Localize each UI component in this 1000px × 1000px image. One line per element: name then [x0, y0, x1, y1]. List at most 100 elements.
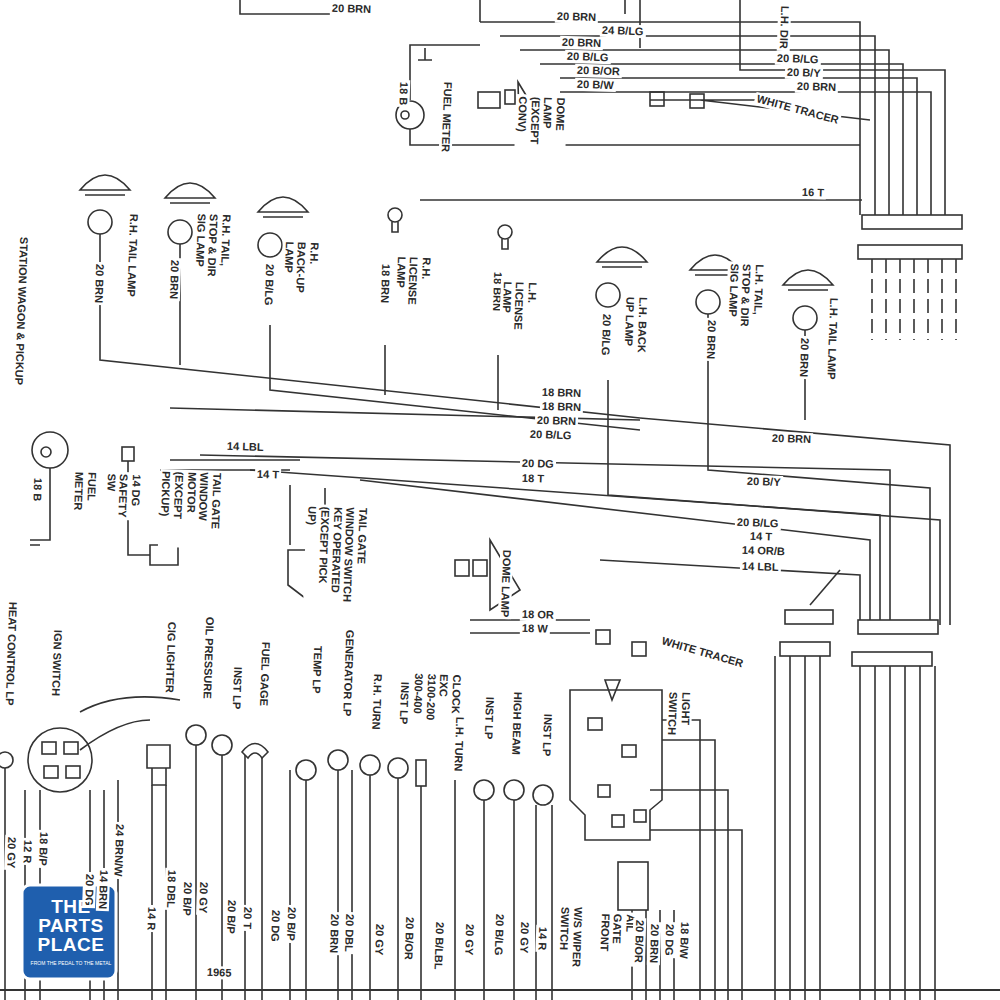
wire-label: 20 B/Y [785, 66, 823, 80]
wire-label: 20 BRN [647, 922, 661, 966]
wire-label: 14 T [255, 468, 281, 482]
wire-label: 20 B/LG [735, 516, 781, 530]
wire-label: LIGHT SWITCH [666, 690, 693, 731]
wire-label: 20 T [241, 905, 255, 931]
wire-label: R.H. TURN [370, 672, 385, 732]
wire-label: 18 B [397, 80, 411, 108]
wire-label: 18 BRN [540, 386, 584, 400]
wire-label: 20 BRN [92, 262, 106, 306]
wire-label: 20 GY [517, 920, 531, 956]
lamp-symbols [80, 175, 833, 330]
wire-label: 20 DG [268, 908, 282, 944]
wire-label: 20 B/W [575, 78, 616, 92]
wire-label: L.H. DIR [777, 4, 791, 51]
wire-label: 20 BRN [560, 36, 604, 50]
wire-label: 16 T [800, 186, 826, 200]
wire-label: 20 B/P [180, 880, 194, 918]
wire-label: 14 T [748, 530, 774, 544]
wire-label: AIL GATE FRONT [597, 911, 637, 966]
wire-label: 12 R [21, 838, 35, 866]
wire-label: 18 T [520, 472, 546, 486]
wire-label: 18 BRN [378, 262, 392, 306]
wire-label: 20 BRN [555, 10, 599, 24]
wire-label: STATION WAGON & PICKUP [12, 235, 30, 387]
wire-label: 14 BRN [96, 868, 110, 912]
wire-label: 14 R [536, 925, 550, 953]
wire-label: 14 LBL [225, 440, 266, 454]
wire-label: 20 GY [462, 922, 476, 958]
wire-label: WHITE TRACER [658, 634, 746, 670]
wire-label: L.H. TAIL, STOP & DIR SIG LAMP [725, 261, 766, 338]
wire-label: 20 DBL [342, 912, 356, 954]
wire-label: L.H. BACK UP LAMP [622, 295, 649, 356]
wire-label: L.H. TURN [452, 715, 467, 774]
wire-label: OIL PRESSURE [201, 615, 217, 701]
wire-label: 18 OR [520, 608, 556, 622]
wire-label: INST LP [397, 680, 411, 727]
logo-text: THE PARTS PLACE [28, 897, 114, 954]
wire-label: 18 B/W [677, 920, 691, 961]
wire-label: FUEL GAGE [257, 640, 272, 708]
wire-label: 18 B [31, 476, 45, 504]
wire-label: DOME LAMP [498, 548, 513, 620]
wire-label: R.H. BACK-UP LAMP [281, 239, 321, 300]
wire-label: 14 DG SAFETY SW [103, 471, 143, 520]
tailgate-symbols [30, 432, 646, 656]
wire-label: 20 B/OR [402, 915, 416, 962]
wire-label: 14 LBL [740, 560, 781, 574]
dome-lamp-symbol [478, 82, 704, 155]
wire-label: 20 B/LG [775, 52, 821, 66]
wire-label: TAIL GATE WINDOW MOTOR (EXCEPT PICKUP) [158, 469, 224, 549]
wire-label: GENERATOR LP [341, 628, 357, 719]
dash-wires [0, 656, 1000, 1000]
wire-label: 20 B/P [284, 905, 298, 943]
wire-label: 14 OR/B [740, 544, 787, 558]
wire-label: FUEL METER [72, 470, 99, 515]
wire-label: 20 B/LG [565, 50, 611, 64]
wire-label: HEAT CONTROL LP [2, 600, 19, 724]
wire-label: 20 BRN [797, 336, 811, 380]
wire-label: 20 DG [520, 457, 556, 471]
wire-label: R.H. TAIL LAMP [125, 212, 141, 299]
wire-label: 20 B/LG [528, 428, 574, 442]
wire-label: 24 B/LG [600, 24, 646, 38]
wire-label: INST LP [482, 695, 496, 742]
wire-label: DOME LAMP (EXCEPT CONV) [514, 94, 567, 162]
wire-label: 18 BRN [540, 400, 584, 414]
wire-label: WHITE TRACER [753, 92, 842, 127]
wire-label: 20 GY [4, 835, 18, 871]
wire-label: TAIL GATE WINDOW SWITCH KEY OPERATED (EX… [303, 504, 370, 606]
wire-label: 20 B/LBL [432, 920, 446, 972]
wire-label: W/S WIPER SWITCH [557, 905, 584, 970]
rear-harness [100, 234, 950, 625]
wire-label: 20 DG [662, 922, 676, 958]
wire-label: 20 BRN [704, 318, 718, 362]
wire-label: 20 BRN [167, 258, 181, 302]
top-wires [240, 0, 945, 215]
wire-label: 14 R [145, 905, 159, 933]
wire-label: 1965 [205, 966, 234, 980]
logo-tagline: FROM THE PEDAL TO THE METAL [27, 961, 115, 967]
wire-label: TEMP LP [310, 644, 324, 696]
wire-label: 20 GY [196, 880, 210, 916]
wire-label: L.H. TAIL LAMP [825, 296, 841, 382]
wire-label: L.H. LICENSE LAMP [499, 279, 539, 346]
wire-label: 20 GY [372, 922, 386, 958]
wire-label: 20 B/LG [492, 912, 506, 958]
wire-label: 20 B/OR [575, 64, 622, 78]
wire-label: INST LP [540, 712, 554, 759]
wire-label: R.H. LICENSE LAMP [393, 254, 433, 321]
wire-label: R.H. TAIL, STOP & DIR SIG LAMP [192, 211, 233, 288]
wire-label: IGN SWITCH [49, 628, 64, 698]
wire-label: 20 B/P [224, 898, 238, 936]
wire-label: 24 BRN/W [112, 822, 127, 879]
wire-label: 20 B/LG [599, 312, 613, 358]
wire-label: 20 BRN [770, 432, 814, 446]
wire-label: 20 BRN [795, 80, 839, 94]
wire-label: CIG LIGHTER [163, 620, 178, 695]
wire-label: 20 B/LG [262, 262, 276, 308]
wire-label: HIGH BEAM [509, 690, 524, 757]
wire-label: FUEL METER [439, 80, 454, 154]
